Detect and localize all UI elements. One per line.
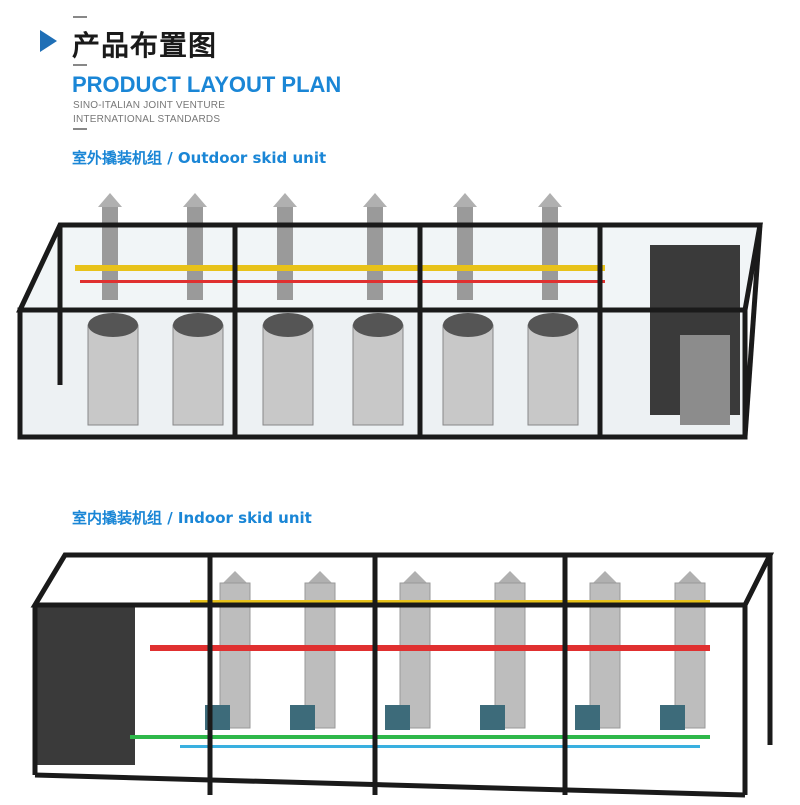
water-pipe	[130, 735, 710, 748]
subtitle-line1: SINO-ITALIAN JOINT VENTURE	[73, 100, 226, 111]
hot-water-pipe	[150, 645, 710, 651]
divider	[73, 128, 87, 130]
hot-water-pipe	[80, 280, 605, 283]
indoor-skid-unit-illustration	[30, 552, 775, 798]
divider	[73, 64, 87, 66]
outdoor-skid-unit-illustration	[16, 193, 763, 440]
frame	[16, 222, 763, 440]
boiler	[262, 193, 314, 426]
boiler	[352, 193, 404, 426]
control-cabinet	[650, 245, 740, 425]
subtitle-line2: INTERNATIONAL STANDARDS	[73, 114, 221, 125]
section-title-outdoor: 室外撬装机组 / Outdoor skid unit	[72, 149, 327, 167]
boiler	[172, 193, 224, 426]
boiler-units	[87, 193, 579, 426]
triangle-bullet-icon	[40, 30, 57, 52]
boiler	[527, 193, 579, 426]
boiler	[87, 193, 139, 426]
control-cabinet	[35, 605, 135, 765]
page-title: 产品布置图	[72, 29, 218, 62]
boiler	[442, 193, 494, 426]
divider	[73, 16, 87, 18]
frame	[30, 552, 775, 798]
page-title-english: PRODUCT LAYOUT PLAN	[72, 72, 342, 97]
section-title-indoor: 室内撬装机组 / Indoor skid unit	[72, 509, 312, 527]
gas-pipe	[75, 265, 605, 271]
